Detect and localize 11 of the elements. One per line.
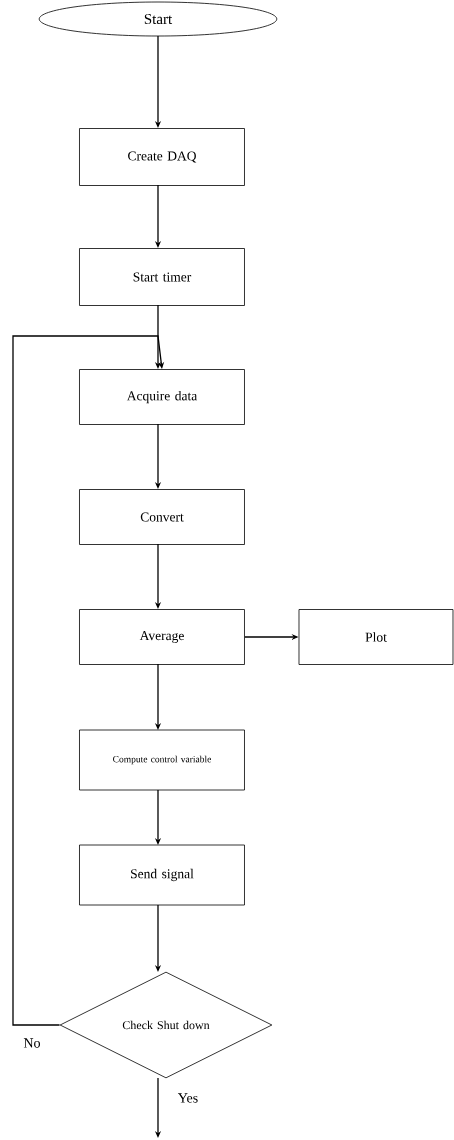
process-box: Plot: [298, 609, 454, 665]
process-box: Send signal: [79, 844, 245, 906]
arrow: [12, 335, 165, 1026]
process-box: Average: [79, 609, 245, 665]
process-box: Convert: [79, 489, 245, 545]
process-box: Create DAQ: [79, 128, 245, 186]
process-box: Start timer: [79, 248, 245, 306]
process-box: Compute control variable: [79, 729, 245, 791]
edge-label: Yes: [176, 1092, 200, 1104]
edge-label: No: [22, 1037, 42, 1049]
process-box: Acquire data: [79, 369, 245, 425]
